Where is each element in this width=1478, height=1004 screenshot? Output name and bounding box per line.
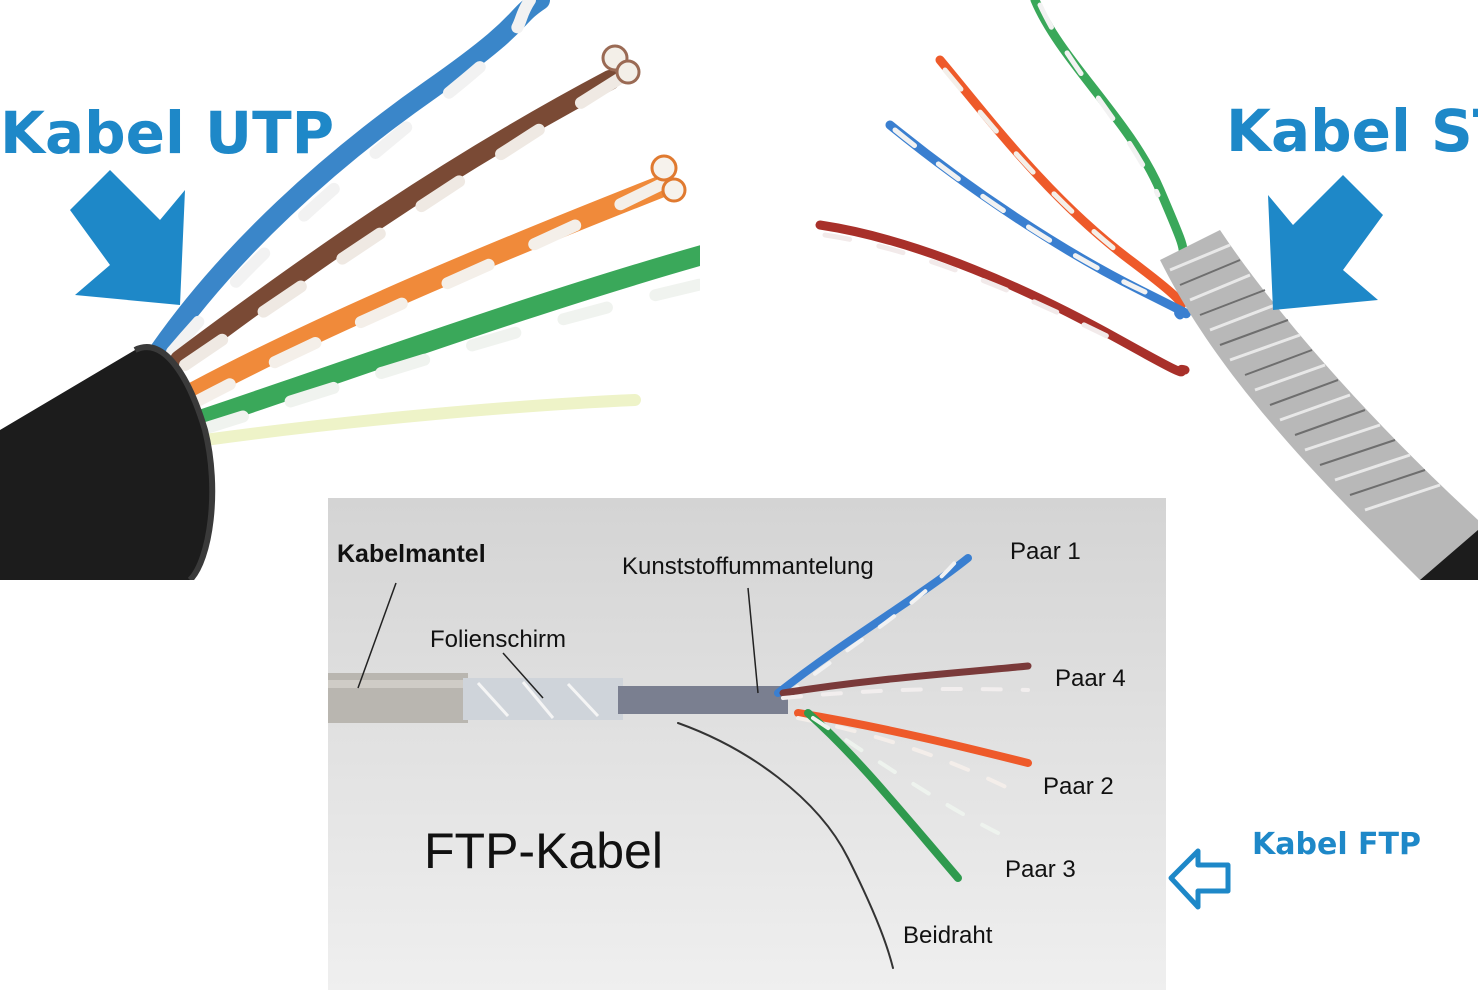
paar2-label: Paar 2 (1043, 773, 1114, 800)
outline-arrow-left-icon (1168, 848, 1231, 910)
arrow-down-right-icon (70, 170, 185, 305)
utp-cable-photo (0, 0, 700, 580)
arrow-down-left-icon (1268, 175, 1383, 310)
ftp-cable-photo (328, 498, 1166, 990)
ftp-caption: Kabel FTP (1252, 827, 1421, 862)
kabelmantel-label: Kabelmantel (337, 540, 486, 568)
paar3-label: Paar 3 (1005, 856, 1076, 883)
paar1-label: Paar 1 (1010, 538, 1081, 565)
utp-caption: Kabel UTP (0, 99, 335, 167)
stp-caption: Kabel ST (1226, 97, 1478, 165)
beidraht-label: Beidraht (903, 922, 993, 949)
paar4-label: Paar 4 (1055, 665, 1126, 692)
folienschirm-label: Folienschirm (430, 626, 567, 653)
kunststoffummantelung-label: Kunststoffummantelung (622, 553, 874, 580)
stp-cable-photo (815, 0, 1478, 580)
ftp-photo-title: FTP-Kabel (424, 823, 663, 879)
